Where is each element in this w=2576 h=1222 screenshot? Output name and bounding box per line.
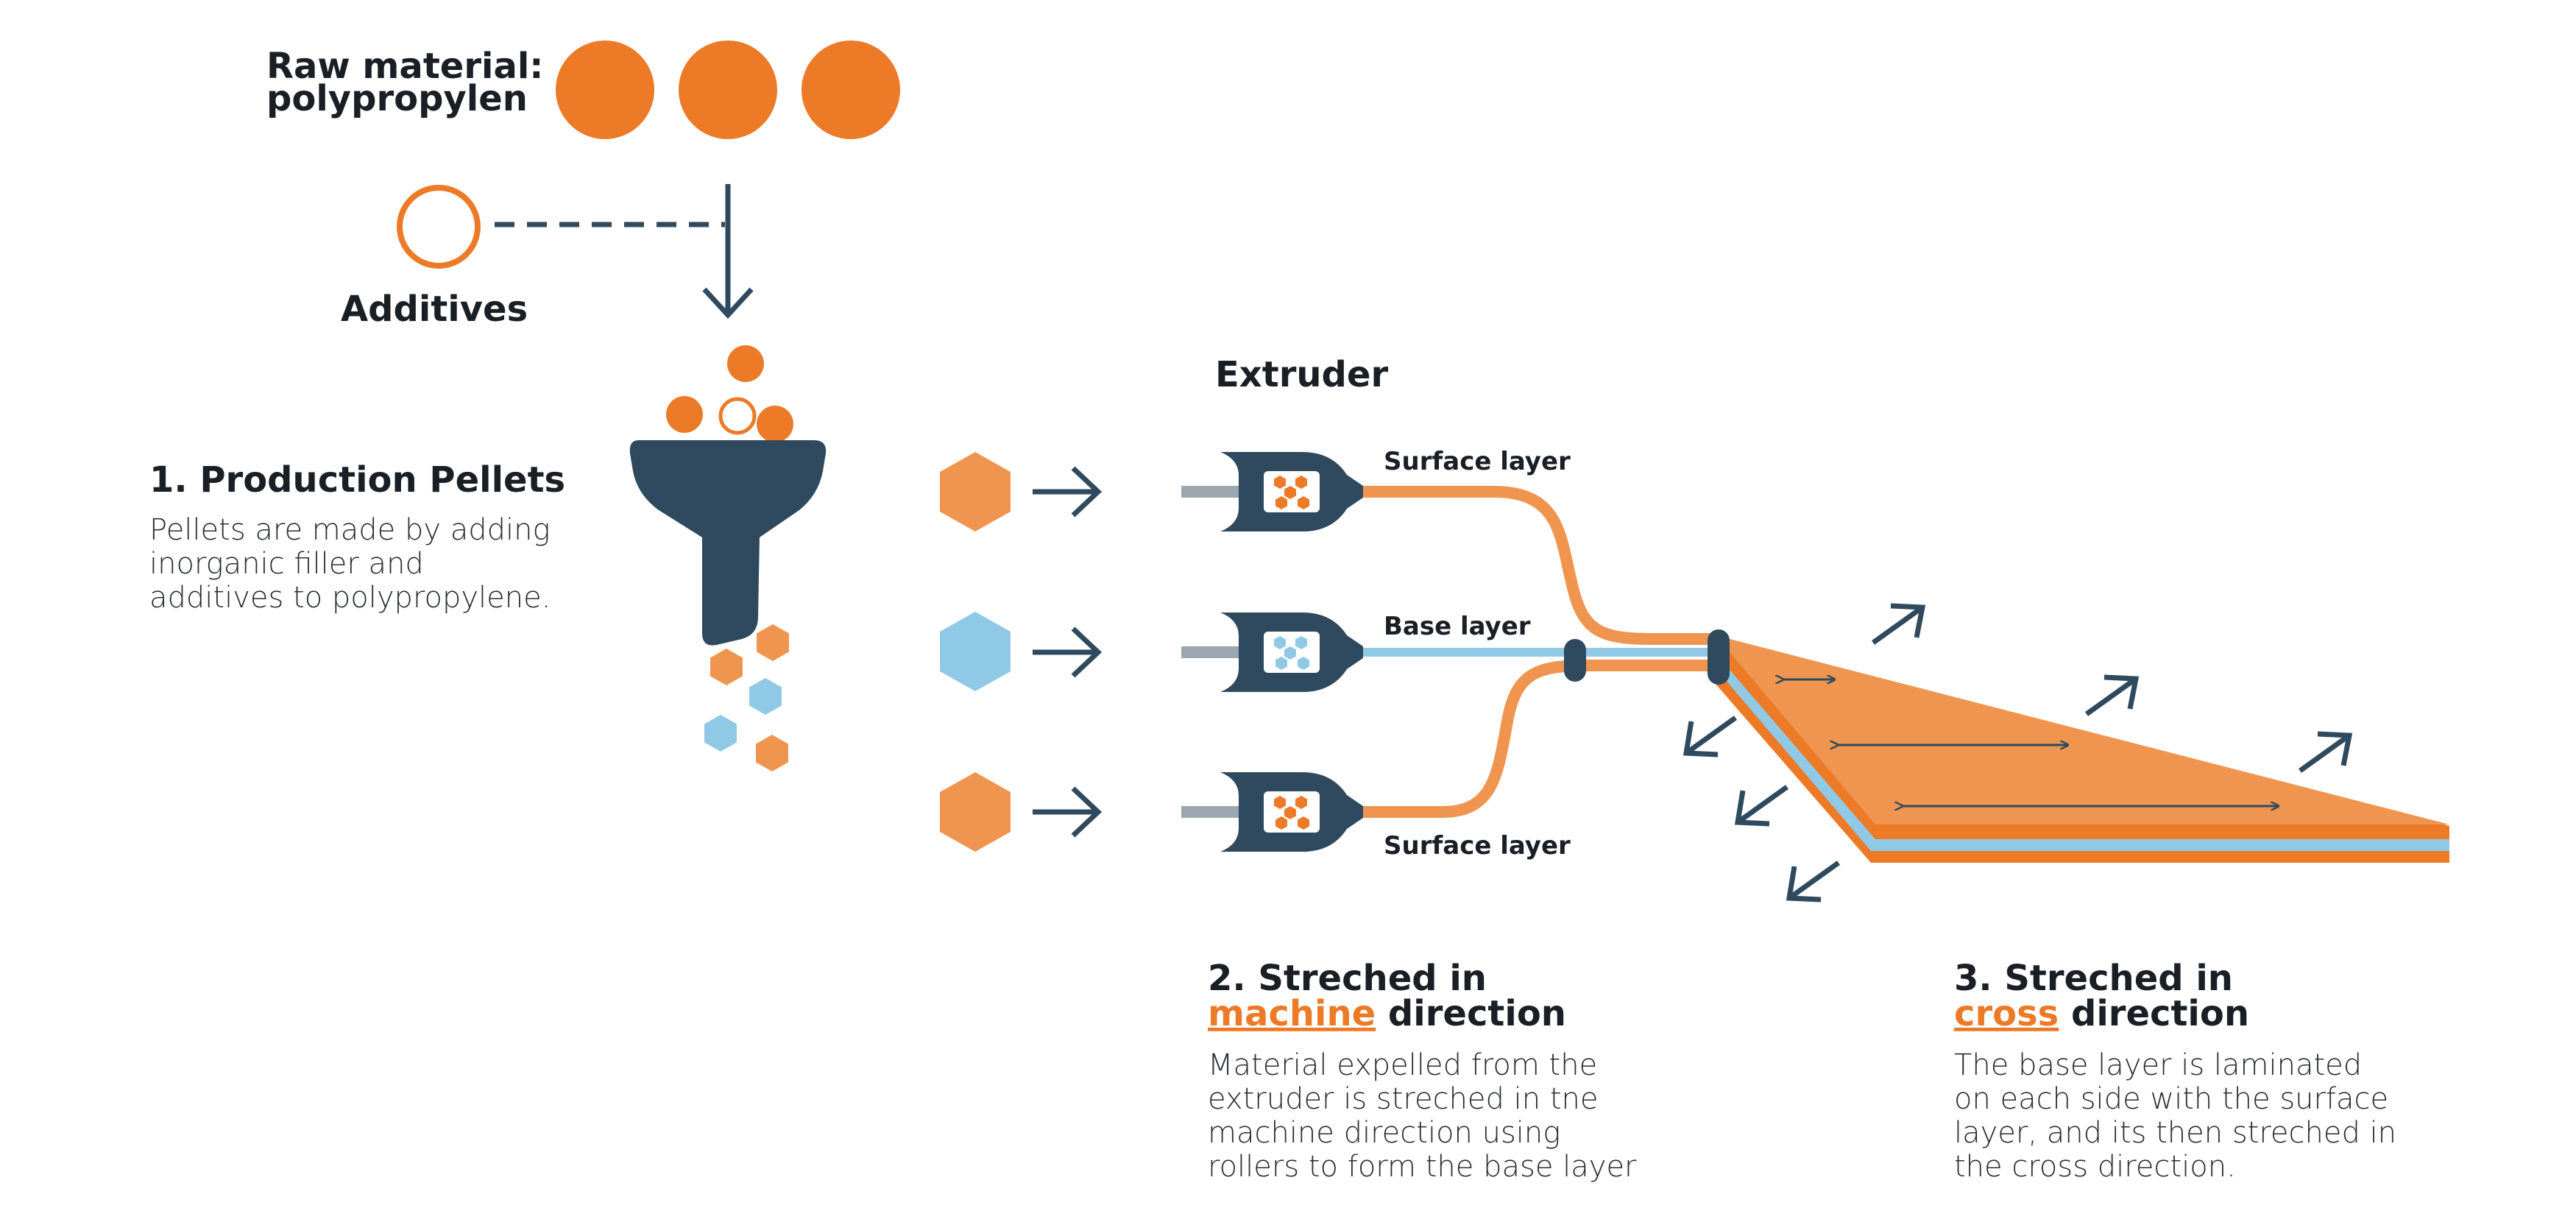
stretch-arrows <box>1682 603 2353 903</box>
stretch-indicators <box>1783 679 2279 806</box>
step1-body-line: Pellets are made by adding <box>149 513 551 547</box>
step3-body-line: on each side with the surface <box>1954 1082 2388 1116</box>
funnel-group <box>629 345 827 646</box>
hexagon-pellet-icon <box>940 612 1011 691</box>
extruder-top <box>1181 452 1363 531</box>
extruder-inputs <box>940 452 1103 852</box>
additive-ring-icon <box>718 397 757 435</box>
hexagon-pellet-icon <box>757 624 789 661</box>
stretch-arrow-icon <box>1682 716 1738 757</box>
arrow-right-icon <box>1033 626 1103 678</box>
arrow-right-icon <box>1033 786 1103 838</box>
down-arrow-icon <box>702 184 754 319</box>
falling-pellets <box>704 624 789 771</box>
step3-title-line1: 3. Streched in <box>1954 958 2233 999</box>
hexagon-pellet-icon <box>710 649 743 685</box>
hexagon-pellet-icon <box>749 678 782 715</box>
extruder-bottom <box>1181 772 1363 852</box>
step1-block: 1. Production Pellets Pellets are made b… <box>149 459 565 615</box>
stretch-arrow-icon <box>2298 731 2353 773</box>
pellet-circle-icon <box>679 40 777 139</box>
step3-body-line: the cross direction. <box>1954 1150 2236 1184</box>
step1-body-line: additives to polypropylene. <box>149 581 551 615</box>
extruder-title: Extruder <box>1215 354 1388 395</box>
step1-title: 1. Production Pellets <box>149 459 565 501</box>
roller-icon <box>1564 639 1586 682</box>
step3-title-accent: cross <box>1954 993 2059 1034</box>
step2-title-rest: direction <box>1376 993 1566 1034</box>
pellet-circle-icon <box>727 345 764 382</box>
step2-title-line2: machine direction <box>1208 993 1566 1034</box>
stretch-arrow-icon <box>1734 785 1789 827</box>
hexagon-pellet-icon <box>940 452 1011 531</box>
step2-body-line: rollers to form the base layer <box>1208 1150 1637 1184</box>
step2-body-line: extruder is streched in tne <box>1208 1082 1598 1116</box>
step2-title-accent: machine <box>1208 993 1376 1034</box>
material-streams <box>1352 486 1728 818</box>
hexagon-pellet-icon <box>756 735 788 771</box>
surface-layer-label-bottom: Surface layer <box>1384 831 1571 861</box>
stretch-arrow-icon <box>1786 861 1841 903</box>
stretch-arrow-icon <box>2084 674 2140 716</box>
step1-body-line: inorganic filler and <box>149 547 424 581</box>
additive-ring-icon <box>397 185 481 269</box>
step2-body-line: Material expelled from the <box>1208 1048 1597 1082</box>
surface-layer-label-top: Surface layer <box>1384 447 1571 476</box>
hexagon-pellet-icon <box>704 715 737 752</box>
step3-title-rest: direction <box>2059 993 2249 1034</box>
pellet-circle-icon <box>757 406 793 442</box>
base-layer-label: Base layer <box>1384 612 1531 641</box>
hexagon-pellet-icon <box>940 772 1011 852</box>
laminated-sheet <box>1715 638 2449 863</box>
step2-title-line1: 2. Streched in <box>1208 958 1487 999</box>
raw-material-label: Raw material: polypropylen <box>266 46 543 119</box>
funnel-icon <box>629 440 827 646</box>
additives-label: Additives <box>341 289 528 330</box>
extruder-base <box>1181 612 1363 692</box>
sheet-top <box>1724 638 2449 824</box>
raw-material-line1: Raw material: <box>266 46 543 87</box>
pellet-circle-icon <box>666 396 703 433</box>
raw-material-pellets <box>556 40 900 139</box>
step3-title-line2: cross direction <box>1954 993 2249 1034</box>
pellet-circle-icon <box>556 40 654 139</box>
step3-body-line: The base layer is laminated <box>1954 1048 2362 1082</box>
arrow-right-icon <box>1033 466 1103 518</box>
surface-stream-top <box>1352 486 1728 645</box>
pellet-circle-icon <box>802 40 900 139</box>
raw-material-line2: polypropylen <box>266 78 528 119</box>
step2-body-line: machine direction using <box>1208 1116 1560 1150</box>
step2-block: 2. Streched in machine direction Materia… <box>1208 958 1637 1184</box>
surface-stream-bottom <box>1352 660 1728 818</box>
roller-icon <box>1708 629 1730 685</box>
step3-block: 3. Streched in cross direction The base … <box>1954 958 2396 1184</box>
stretch-arrow-icon <box>1871 603 1926 645</box>
step3-body-line: layer, and its then streched in <box>1954 1116 2396 1150</box>
